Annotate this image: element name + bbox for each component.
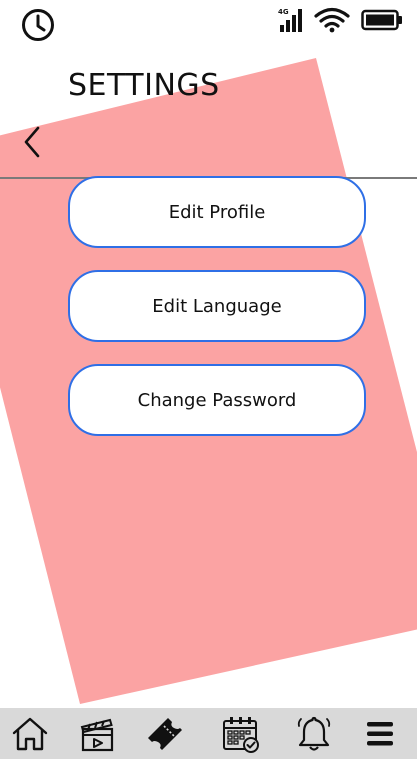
bottom-navigation xyxy=(0,708,417,759)
calendar-icon xyxy=(223,717,259,753)
status-bar: 4G xyxy=(0,0,417,50)
page-title: SETTINGS xyxy=(68,68,220,103)
menu-icon xyxy=(367,722,393,746)
nav-menu[interactable] xyxy=(361,714,401,754)
nav-calendar[interactable] xyxy=(221,714,261,754)
clock-icon xyxy=(22,9,54,41)
nav-movies[interactable] xyxy=(77,714,117,754)
chevron-left-icon xyxy=(24,126,40,158)
battery-icon xyxy=(361,9,402,31)
edit-language-button[interactable]: Edit Language xyxy=(68,270,366,342)
back-button[interactable] xyxy=(16,122,52,162)
wifi-icon xyxy=(314,7,350,33)
nav-notifications[interactable] xyxy=(294,714,334,754)
edit-profile-button[interactable]: Edit Profile xyxy=(68,176,366,248)
change-password-button[interactable]: Change Password xyxy=(68,364,366,436)
home-icon xyxy=(12,717,48,751)
network-label: 4G xyxy=(278,8,289,16)
nav-home[interactable] xyxy=(10,714,50,754)
signal-icon: 4G xyxy=(278,8,302,32)
ticket-icon xyxy=(148,718,182,750)
nav-tickets[interactable] xyxy=(145,714,185,754)
clapperboard-icon xyxy=(80,718,114,752)
bell-icon xyxy=(297,716,331,751)
